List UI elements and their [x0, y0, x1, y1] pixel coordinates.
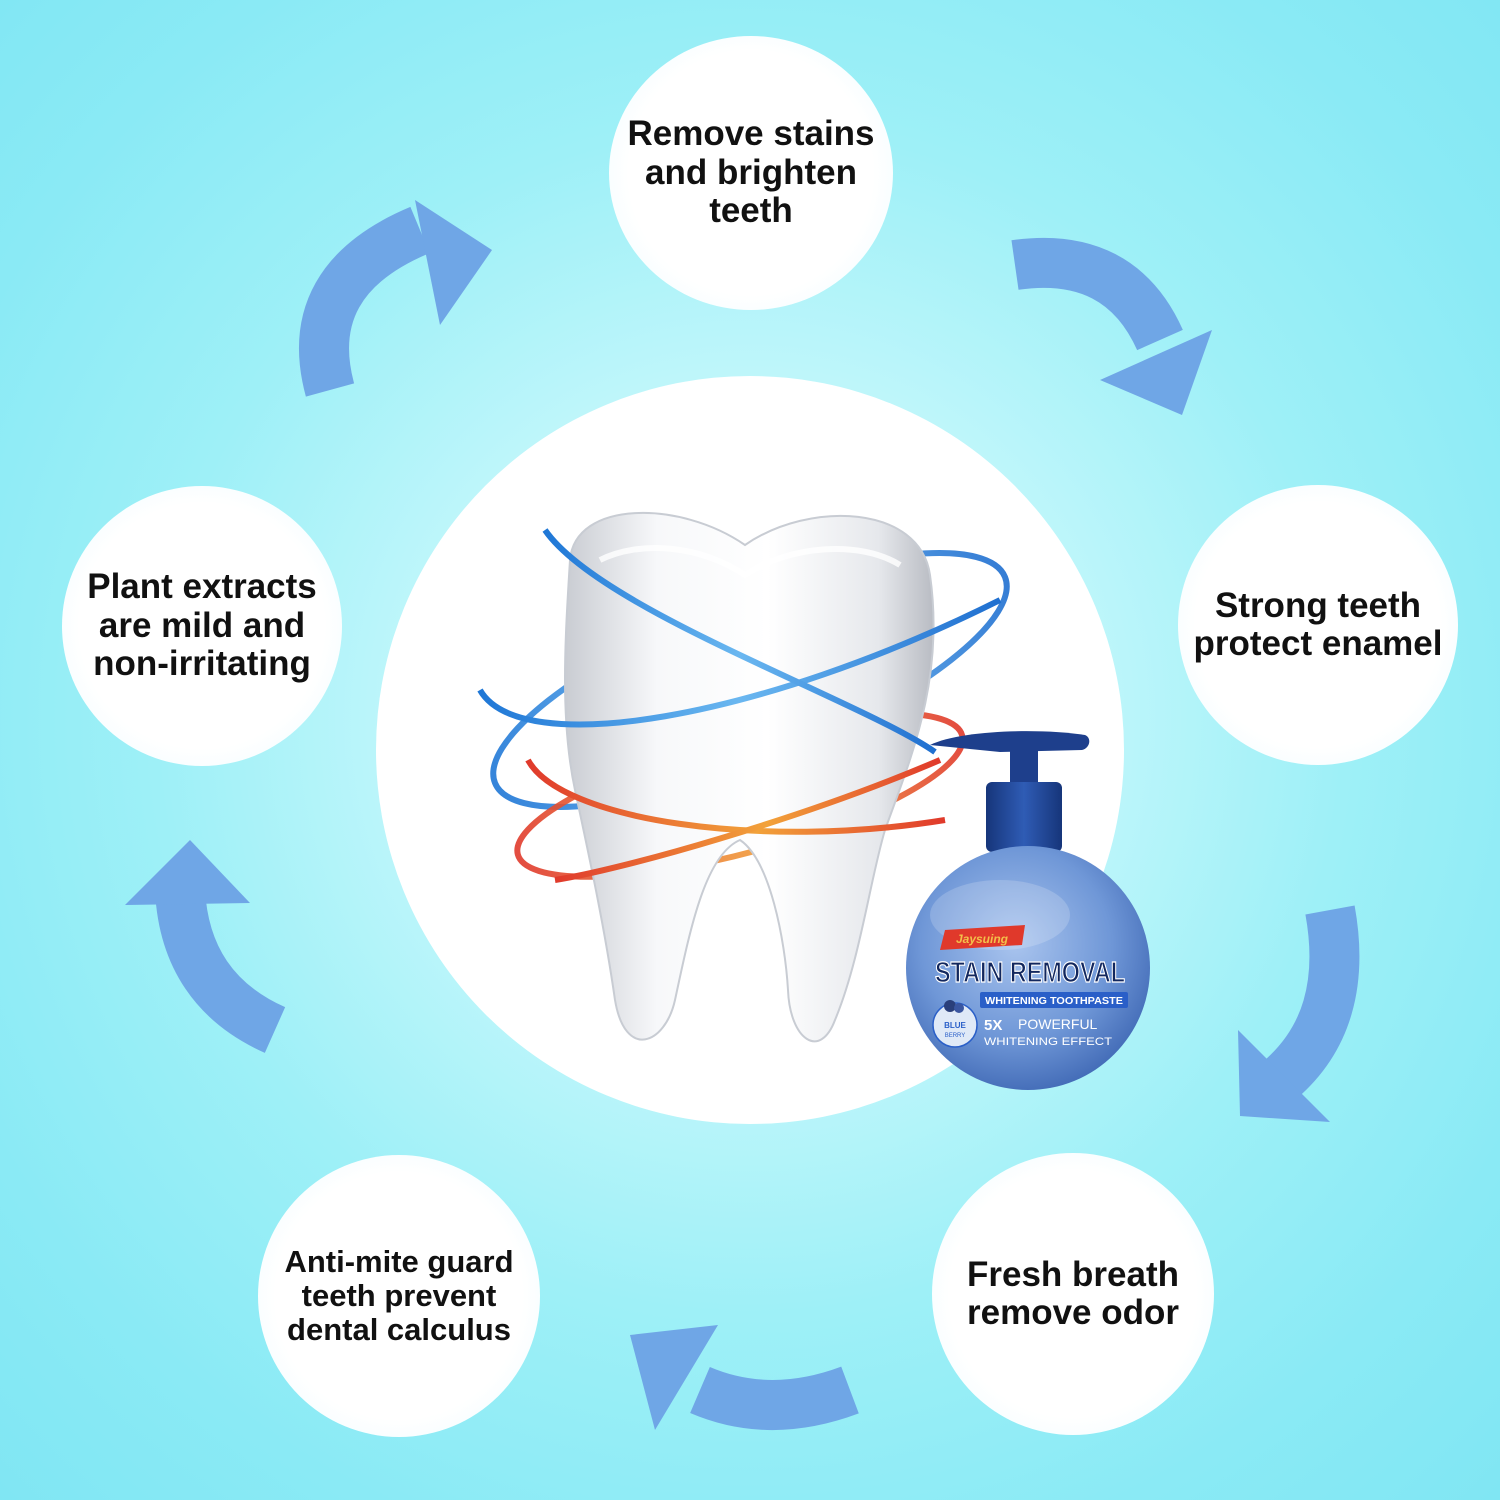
orbit-rings-front	[477, 528, 1002, 883]
flavor-line1: BLUE	[944, 1021, 966, 1030]
feature-bubble-top: Remove stains and brighten teeth	[609, 36, 893, 310]
arrow-top-right	[1011, 237, 1212, 415]
claim-multiplier: 5X	[984, 1017, 1002, 1034]
arrow-right	[1238, 905, 1360, 1122]
toothpaste-bottle: Jaysuing STAIN REMOVAL WHITENING TOOTHPA…	[906, 731, 1150, 1090]
feature-bubble-left: Plant extracts are mild and non-irritati…	[62, 486, 342, 766]
product-subtitle: WHITENING TOOTHPASTE	[985, 996, 1123, 1007]
feature-text-left: Plant extracts are mild and non-irritati…	[87, 567, 317, 684]
blueberry-icon	[944, 1000, 956, 1012]
claim-powerful: POWERFUL	[1018, 1016, 1098, 1032]
claim-line2: WHITENING EFFECT	[984, 1036, 1112, 1048]
brand-ribbon	[940, 925, 1025, 950]
arrow-top-left	[299, 200, 492, 397]
arrow-bottom	[630, 1325, 859, 1430]
feature-text-bottom-right: Fresh breath remove odor	[967, 1254, 1179, 1332]
feature-text-bottom-left: Anti-mite guard teeth prevent dental cal…	[284, 1243, 514, 1348]
feature-bubble-bottom-right: Fresh breath remove odor	[932, 1153, 1214, 1435]
feature-bubble-right: Strong teeth protect enamel	[1178, 485, 1458, 765]
arrow-left	[125, 840, 286, 1053]
flavor-line2: BERRY	[945, 1033, 966, 1039]
feature-text-right: Strong teeth protect enamel	[1193, 585, 1443, 663]
product-name: STAIN REMOVAL	[935, 957, 1125, 989]
tooth-illustration	[564, 512, 935, 1043]
brand-text: Jaysuing	[956, 932, 1009, 946]
feature-text-top: Remove stains and brighten teeth	[627, 114, 875, 231]
feature-bubble-bottom-left: Anti-mite guard teeth prevent dental cal…	[258, 1155, 540, 1437]
